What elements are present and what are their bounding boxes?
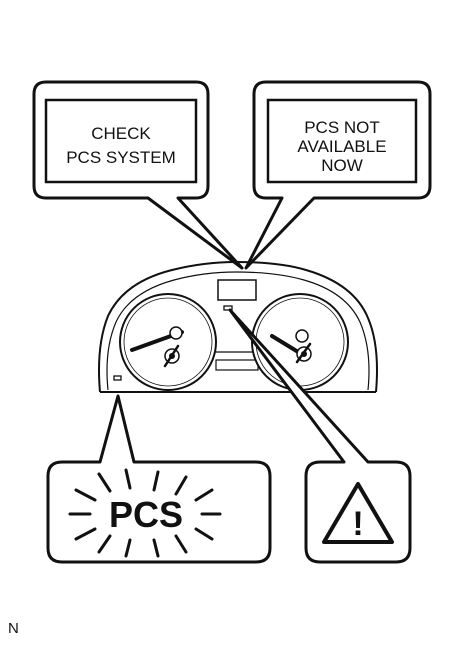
multi-info-display (217, 279, 257, 301)
bubble-pcs-indicator: PCS (46, 394, 272, 564)
warning-symbol: ! (352, 505, 363, 543)
gauge-icon (119, 293, 217, 391)
bubble-warning: ! (228, 308, 412, 564)
gauge-icon (251, 293, 349, 391)
bubble-pcs-not-available: PCS NOT AVAILABLE NOW (244, 80, 432, 270)
pcs-lamp-indicator (113, 375, 122, 381)
odometer-window (215, 359, 259, 371)
right-message-line-1: PCS NOT (304, 118, 380, 137)
right-message-line-3: NOW (321, 156, 363, 175)
display-screen-left (44, 98, 198, 184)
left-message-line-2: PCS SYSTEM (66, 148, 176, 167)
warning-triangle-icon: ! (322, 482, 394, 544)
right-message-line-2: AVAILABLE (297, 137, 386, 156)
instrument-cluster (98, 260, 378, 393)
figure-code: N (8, 620, 19, 637)
pcs-label: PCS (109, 494, 183, 535)
bubble-check-pcs: CHECK PCS SYSTEM (32, 80, 244, 270)
display-screen-right (266, 98, 418, 184)
pcs-indicator-icon: PCS (68, 468, 222, 558)
left-message-line-1: CHECK (91, 124, 151, 143)
master-warning-lamp (223, 305, 233, 311)
